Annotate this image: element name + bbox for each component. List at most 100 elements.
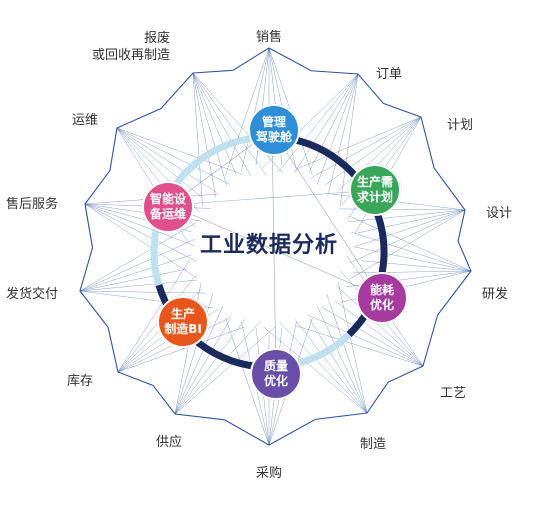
spoke-line	[225, 318, 270, 446]
outer-label-maintenance: 运维	[72, 112, 98, 129]
node-label-line: 生产需	[356, 175, 393, 189]
spoke-lines	[79, 47, 472, 446]
outer-label-inventory: 库存	[67, 373, 93, 390]
spoke-line	[278, 73, 359, 172]
outer-label-line: 报废	[144, 31, 171, 46]
outer-label-purchase: 采购	[256, 465, 282, 482]
node-label-line: 智能设	[149, 192, 186, 206]
spoke-line	[79, 222, 196, 292]
outer-label-line: 设计	[486, 206, 513, 221]
outer-label-plan: 计划	[447, 117, 473, 134]
spoke-line	[295, 325, 424, 367]
spoke-line	[324, 116, 422, 186]
outer-label-line: 或回收再制造	[92, 48, 171, 63]
spoke-line	[192, 72, 216, 197]
node-label-line: 能耗	[369, 283, 394, 297]
node-label-line: 求计划	[356, 190, 393, 204]
spoke-line	[297, 116, 422, 169]
spoke-line	[174, 325, 277, 415]
spoke-line	[174, 305, 223, 415]
outline-polygon	[79, 47, 472, 446]
spoke-line	[308, 73, 359, 173]
spoke-line	[116, 127, 217, 193]
outer-label-supply: 供应	[156, 434, 182, 451]
spoke-line	[347, 209, 466, 223]
triangle-edge	[271, 129, 381, 297]
spoke-line	[84, 203, 198, 262]
spoke-line	[116, 127, 243, 175]
outer-label-line: 发货交付	[6, 287, 59, 302]
spoke-line	[79, 290, 207, 294]
spoke-line	[320, 306, 424, 367]
spoke-line	[79, 238, 196, 292]
outer-label-sales: 销售	[256, 29, 282, 46]
node-label-line: 备运维	[149, 207, 186, 221]
spoke-line	[116, 127, 230, 185]
node-label-line: 质量	[263, 359, 288, 373]
node-label-line: 管理	[261, 115, 286, 129]
spoke-line	[192, 72, 252, 177]
spoke-line	[116, 127, 203, 198]
spoke-line	[84, 203, 196, 247]
spoke-line	[352, 270, 472, 274]
spoke-line	[293, 73, 359, 174]
spoke-line	[79, 279, 198, 292]
spoke-line	[355, 246, 472, 272]
spoke-line	[316, 73, 359, 185]
spoke-line	[192, 72, 283, 173]
spoke-line	[349, 209, 466, 280]
spoke-line	[348, 215, 472, 272]
spoke-line	[337, 282, 368, 414]
spoke-line	[174, 318, 231, 415]
spoke-line	[192, 72, 267, 176]
outer-label-order: 订单	[376, 66, 402, 83]
node-energy: 能耗优化	[356, 272, 408, 324]
spoke-line	[361, 260, 472, 272]
node-quality: 质量优化	[250, 348, 302, 400]
outer-label-manufacture: 制造	[360, 436, 386, 453]
node-production-bi: 生产制造BI	[157, 296, 209, 348]
outer-label-line: 订单	[376, 67, 403, 82]
node-label-line: 优化	[263, 374, 288, 388]
node-management: 管理驾驶舱	[248, 104, 300, 156]
outer-label-line: 采购	[256, 466, 283, 481]
spoke-line	[352, 209, 466, 248]
spoke-line	[339, 73, 359, 207]
spoke-line	[174, 318, 246, 415]
spoke-line	[350, 209, 466, 263]
spoke-line	[174, 321, 261, 415]
outer-label-line: 研发	[482, 287, 509, 302]
spoke-line	[117, 326, 245, 373]
spoke-line	[79, 268, 188, 292]
outer-label-line: 运维	[72, 113, 99, 128]
spoke-line	[225, 47, 270, 175]
triangle-edge	[271, 129, 277, 376]
spoke-line	[351, 231, 472, 272]
spoke-line	[307, 314, 424, 367]
spoke-line	[192, 72, 228, 187]
inner-triangle	[169, 129, 381, 376]
outer-label-line: 计划	[447, 118, 474, 133]
spoke-line	[357, 209, 466, 234]
spoke-line	[336, 285, 424, 367]
triangle-edge	[169, 204, 381, 297]
node-smart-equipment: 智能设备运维	[142, 181, 194, 233]
spoke-line	[294, 319, 368, 414]
spoke-line	[309, 318, 368, 414]
spoke-line	[316, 305, 368, 414]
node-label-line: 优化	[369, 298, 394, 312]
outer-label-line: 供应	[156, 435, 183, 450]
outer-label-rnd: 研发	[482, 286, 508, 303]
triangle-edge	[169, 189, 379, 206]
outer-label-line: 工艺	[440, 386, 467, 401]
outer-label-line: 销售	[256, 30, 283, 45]
node-demand: 生产需求计划	[349, 164, 401, 216]
outer-label-delivery: 发货交付	[6, 286, 58, 303]
outer-label-line: 库存	[67, 374, 94, 389]
spoke-line	[310, 116, 422, 179]
center-title: 工业数据分析	[199, 233, 338, 258]
spoke-line	[279, 322, 368, 414]
node-label-line: 驾驶舱	[255, 130, 292, 144]
outer-label-line: 售后服务	[6, 197, 59, 212]
outer-label-line: 制造	[360, 437, 387, 452]
